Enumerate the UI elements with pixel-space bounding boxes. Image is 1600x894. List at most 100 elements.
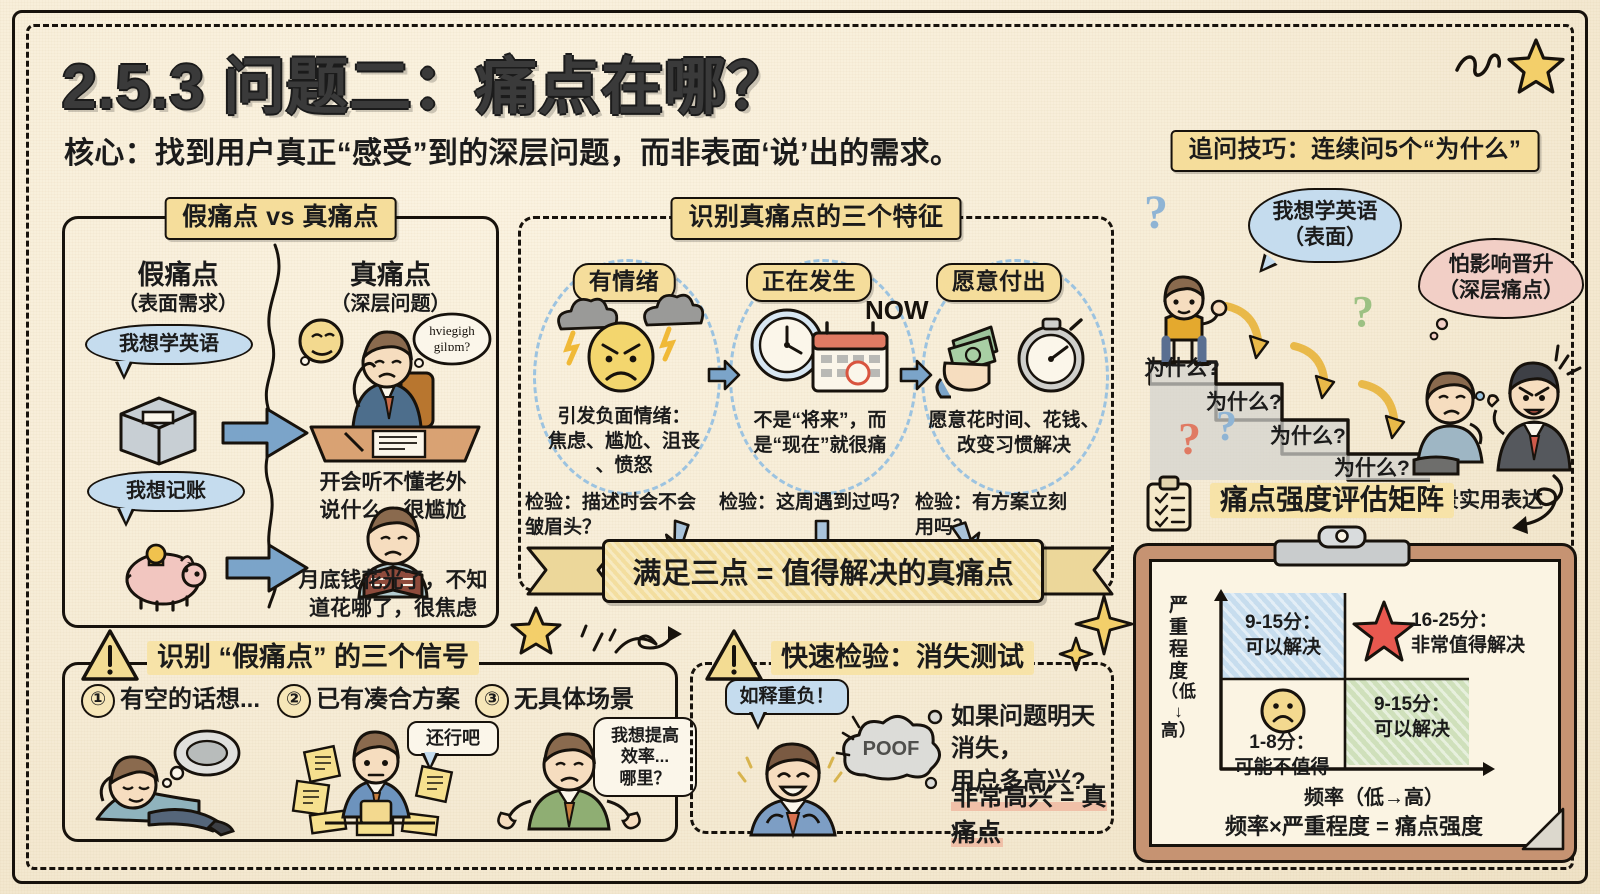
page-subtitle: 核心：找到用户真正“感受”到的深层问题，而非表面‘说’出的需求。 — [64, 137, 961, 170]
page-title: 2.5.3 问题二：痛点在哪？ — [62, 36, 790, 126]
panel-five-whys-title: 追问技巧：连续问5个“为什么” — [1170, 130, 1540, 172]
inner-dashed-frame — [26, 24, 1574, 870]
bubble-tail — [117, 508, 135, 527]
feature-label-3: 愿意付出 — [936, 263, 1062, 302]
bubble-tail — [749, 710, 767, 730]
warning-triangle-icon-2 — [705, 629, 763, 681]
outer-frame — [12, 10, 1588, 884]
feature-label-1: 有情绪 — [572, 263, 676, 302]
arrow-right-icon-2 — [225, 543, 309, 593]
warning-triangle-icon — [81, 629, 139, 681]
deep-pain-bubble: 怕影响晋升 （深层痛点） — [1418, 238, 1584, 319]
real-caption-2-line2: 道花哪了，很焦虑 — [309, 597, 477, 621]
clock-calendar-icon: NOW — [750, 295, 929, 393]
quadrant-top-left-text: 9-15分： 可以解决 — [1223, 611, 1343, 660]
panel-three-features-title: 识别真痛点的三个特征 — [670, 197, 962, 241]
signal-3-bubble-line1: 我想提高 — [611, 726, 679, 745]
feature-check-3-line1: 检验：有方案立刻 — [915, 492, 1068, 513]
feature-check-1: 检验：描述时会不会 皱眉头？ — [525, 491, 725, 540]
feature-caption-3-line1: 愿意花时间、花钱、 — [928, 410, 1100, 431]
fake-bubble-2: 我想记账 — [87, 471, 245, 527]
sad-face-icon — [1260, 688, 1306, 734]
signal-3-label: 无具体场景 — [514, 686, 634, 713]
signal-2-bubble: 还行吧 — [407, 721, 499, 771]
quadrant-top-right-text: 16-25分： 非常值得解决 — [1411, 609, 1539, 658]
vanish-question-line1: 如果问题明天消失， — [951, 703, 1095, 763]
curl-arrow-decoration — [1512, 474, 1564, 534]
quadrant-top-left-score: 9-15分： — [1244, 612, 1322, 633]
panel-fake-signals-title-text: 识别 “假痛点” 的三个信号 — [147, 641, 480, 675]
svg-text:?: ? — [1178, 413, 1201, 464]
quadrant-bottom-right-verdict: 可以解决 — [1373, 718, 1450, 740]
feature-check-3: 检验：有方案立刻 用吗？ — [915, 491, 1095, 540]
panel-five-whys: 追问技巧：连续问5个“为什么” ? ? ? ? — [1130, 130, 1584, 512]
panel-vanish-test-title-text: 快速检验：消失测试 — [771, 641, 1034, 675]
clipboard-checklist-icon — [1146, 475, 1192, 532]
signal-1-label: 有空的话想... — [120, 686, 261, 713]
panel-fake-vs-real-title: 假痛点 vs 真痛点 — [164, 197, 397, 241]
signal-3-bubble-line2: 效率... — [620, 747, 670, 767]
quadrant-bottom-right-score: 9-15分： — [1373, 694, 1451, 715]
panel-fake-vs-real: 假痛点 vs 真痛点 假痛点 （表面需求） 真痛点 （深层问题） 我想学英语 — [62, 197, 499, 628]
matrix-clipboard: 9-15分： 可以解决 16-25分： 非常值得解决 1-8分： 可能不值得 9… — [1136, 525, 1574, 860]
angry-emotion-icon — [557, 293, 705, 393]
vanish-answer: 非常高兴 = 真痛点 — [951, 777, 1111, 849]
feature-caption-1-line3: 、愤怒 — [595, 455, 653, 477]
panel-vanish-test-title: 快速检验：消失测试 — [771, 635, 1034, 675]
quadrant-top-right-verdict: 非常值得解决 — [1411, 634, 1526, 656]
quadrant-bottom-right-fill — [1345, 679, 1469, 765]
signal-2-label: 已有凑合方案 — [316, 686, 460, 713]
feature-caption-2-line2: 是“现在”就很痛 — [753, 434, 887, 456]
surface-bubble: 我想学英语 （表面） — [1248, 188, 1402, 279]
signal-3-bubble: 我想提高 效率... 哪里？ — [593, 717, 697, 797]
fake-subheading: （表面需求） — [118, 293, 238, 315]
panel-fake-signals-title: 识别 “假痛点” 的三个信号 — [147, 635, 480, 675]
svg-text:gilɒm?: gilɒm? — [434, 339, 471, 354]
real-caption-2: 月底钱花光了，不知 道花哪了，很焦虑 — [287, 567, 499, 624]
why-step-3: 为什么? — [1270, 425, 1346, 448]
quadrant-bottom-left-text: 1-8分： 可能不值得 — [1219, 731, 1345, 780]
panel-vanish-test: 快速检验：消失测试 如释重负！ POOF 如果问题明天消失， — [690, 629, 1114, 847]
feature-caption-1: 引发负面情绪： 焦虑、尴尬、沮丧 、愤怒 — [529, 405, 719, 479]
matrix-y-label: 严重程度（低 ↓高） — [1161, 595, 1197, 741]
squiggle-decoration — [1455, 53, 1502, 77]
stairs-and-questions: ? ? ? ? — [1144, 186, 1430, 482]
book-icon — [119, 396, 197, 466]
real-heading: 真痛点 — [350, 260, 431, 290]
worried-reader-illustration — [357, 506, 429, 599]
now-badge-text: NOW — [865, 295, 929, 325]
arrow-right-icon-f1 — [707, 359, 741, 391]
clipboard-clip-icon — [1273, 525, 1411, 567]
feature-check-1-line2: 皱眉头？ — [525, 516, 602, 538]
panel-pain-matrix-title: 痛点强度评估矩阵 — [1210, 478, 1455, 518]
surface-bubble-line2: （表面） — [1283, 226, 1367, 250]
quadrant-bottom-left-verdict: 可能不值得 — [1234, 756, 1330, 778]
signal-3-number: ③ — [475, 683, 509, 718]
quadrant-top-left-fill — [1221, 593, 1345, 679]
relief-bubble-text: 如释重负！ — [739, 686, 835, 707]
money-stopwatch-icon — [935, 317, 1085, 399]
quadrant-bottom-left-score: 1-8分： — [1249, 732, 1315, 753]
real-caption-2-line1: 月底钱花光了，不知 — [298, 569, 488, 592]
real-subheading: （深层问题） — [330, 293, 451, 315]
feature-check-2: 检验：这周遇到过吗？ — [719, 491, 929, 516]
feature-caption-2-line1: 不是“将来”，而 — [753, 410, 887, 431]
lazy-person-illustration — [95, 729, 241, 837]
quadrant-top-left-verdict: 可以解决 — [1244, 636, 1321, 658]
star-icon-highlight — [1352, 600, 1416, 662]
signal-3-bubble-line3: 哪里？ — [619, 768, 671, 788]
real-caption-1-line1: 开会听不懂老外 — [319, 471, 467, 494]
fake-heading: 假痛点 — [137, 260, 219, 290]
feature-caption-2: 不是“将来”，而 是“现在”就很痛 — [725, 409, 915, 458]
feature-caption-1-line2: 焦虑、尴尬、沮丧 — [547, 430, 700, 452]
boss-scolding-illustration — [1412, 344, 1582, 476]
deep-pain-line2: （深层痛点） — [1438, 279, 1564, 303]
features-conclusion-ribbon: 满足三点 = 值得解决的真痛点 — [602, 539, 1044, 603]
quadrant-bottom-right-text: 9-15分： 可以解决 — [1349, 693, 1475, 742]
feature-caption-3-line2: 改变习惯解决 — [956, 434, 1071, 456]
why-step-1: 为什么? — [1144, 357, 1220, 380]
